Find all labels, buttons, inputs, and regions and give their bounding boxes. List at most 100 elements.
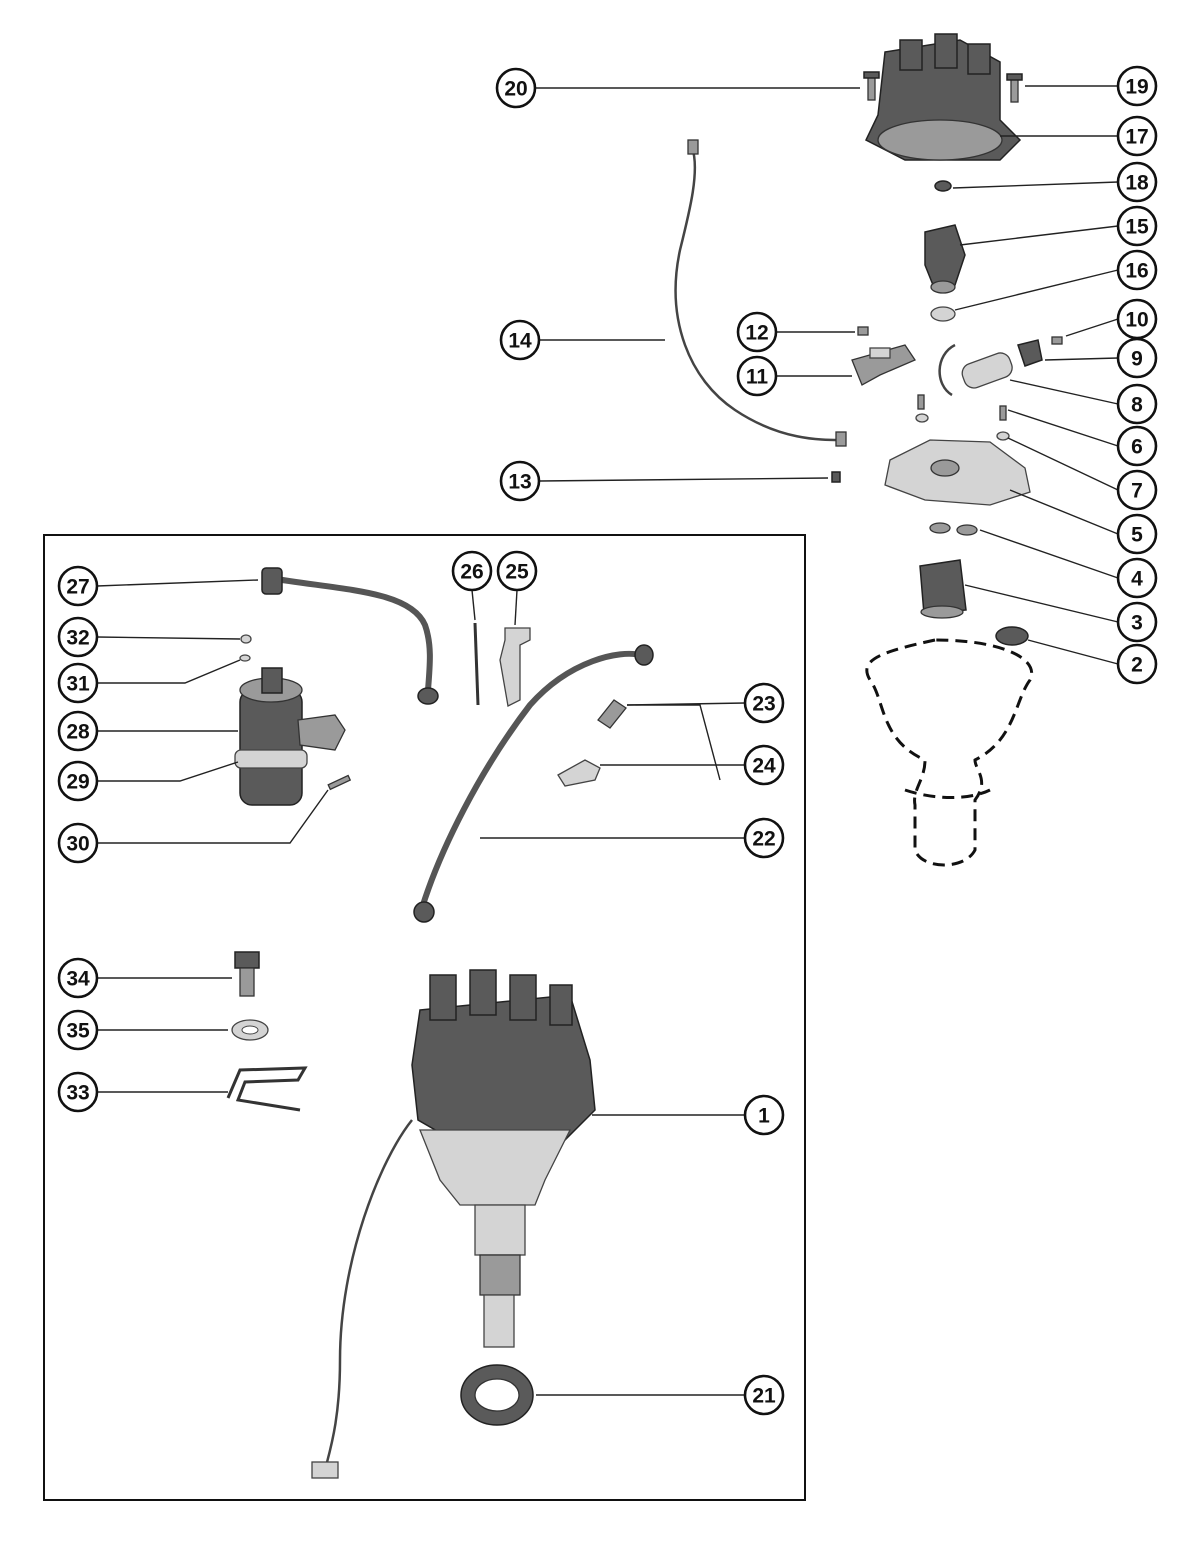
callout-15: 15 bbox=[1116, 205, 1158, 247]
callout-12: 12 bbox=[736, 311, 778, 353]
callout-3: 3 bbox=[1116, 601, 1158, 643]
gear-3 bbox=[919, 559, 967, 619]
svg-text:19: 19 bbox=[1125, 76, 1148, 99]
svg-text:32: 32 bbox=[66, 627, 89, 650]
rotor-15 bbox=[924, 224, 966, 294]
seal-21 bbox=[460, 1364, 534, 1426]
callout-26: 26 bbox=[451, 550, 493, 592]
weights-4 bbox=[929, 522, 978, 536]
callout-18: 18 bbox=[1116, 161, 1158, 203]
callout-23: 23 bbox=[743, 682, 785, 724]
svg-text:34: 34 bbox=[66, 968, 90, 991]
callout-21: 21 bbox=[743, 1374, 785, 1416]
callout-5: 5 bbox=[1116, 513, 1158, 555]
callout-35: 35 bbox=[57, 1009, 99, 1051]
svg-text:29: 29 bbox=[66, 771, 89, 794]
callout-20: 20 bbox=[495, 67, 537, 109]
svg-text:24: 24 bbox=[752, 755, 776, 778]
svg-text:30: 30 bbox=[66, 833, 89, 856]
svg-text:3: 3 bbox=[1131, 612, 1143, 635]
callout-2: 2 bbox=[1116, 643, 1158, 685]
svg-text:1: 1 bbox=[758, 1105, 770, 1128]
svg-text:2: 2 bbox=[1131, 654, 1143, 677]
svg-text:13: 13 bbox=[508, 471, 531, 494]
callout-30: 30 bbox=[57, 822, 99, 864]
screw-10 bbox=[1051, 336, 1063, 345]
insulator-13 bbox=[831, 471, 841, 483]
callout-33: 33 bbox=[57, 1071, 99, 1113]
svg-text:9: 9 bbox=[1131, 348, 1143, 371]
svg-text:7: 7 bbox=[1131, 480, 1143, 503]
svg-text:11: 11 bbox=[746, 366, 769, 389]
callout-13: 13 bbox=[499, 460, 541, 502]
svg-text:16: 16 bbox=[1125, 260, 1148, 283]
callout-16: 16 bbox=[1116, 249, 1158, 291]
svg-text:25: 25 bbox=[505, 561, 529, 584]
svg-text:31: 31 bbox=[66, 673, 90, 696]
washer-7 bbox=[996, 431, 1010, 441]
callout-34: 34 bbox=[57, 957, 99, 999]
hold-down-bolt-34 bbox=[234, 951, 260, 997]
svg-text:28: 28 bbox=[66, 721, 90, 744]
housing-outline-ring bbox=[904, 788, 991, 799]
boot-24 bbox=[557, 759, 601, 787]
svg-text:18: 18 bbox=[1125, 172, 1149, 195]
inset-frame bbox=[43, 534, 806, 1501]
leader-lines bbox=[96, 85, 1119, 1396]
callout-9: 9 bbox=[1116, 337, 1158, 379]
condenser-8 bbox=[938, 343, 1013, 397]
felt-washer-18 bbox=[934, 180, 952, 192]
svg-text:17: 17 bbox=[1125, 126, 1148, 149]
svg-text:35: 35 bbox=[66, 1020, 90, 1043]
ignition-coil-28 bbox=[239, 667, 346, 806]
callout-8: 8 bbox=[1116, 383, 1158, 425]
callout-11: 11 bbox=[736, 355, 778, 397]
clamp-9 bbox=[1017, 339, 1043, 367]
svg-text:23: 23 bbox=[752, 693, 775, 716]
distributor-cap-17 bbox=[865, 33, 1022, 161]
callout-28: 28 bbox=[57, 710, 99, 752]
distributor-assembly-1 bbox=[311, 969, 596, 1479]
svg-text:4: 4 bbox=[1131, 568, 1143, 591]
nut-32 bbox=[240, 634, 252, 644]
breaker-plate-5 bbox=[884, 439, 1031, 506]
coil-bracket-29 bbox=[234, 749, 308, 769]
svg-text:33: 33 bbox=[66, 1082, 89, 1105]
coil-lead-27 bbox=[261, 567, 439, 705]
svg-text:8: 8 bbox=[1131, 394, 1143, 417]
terminal-23 bbox=[597, 699, 627, 729]
breaker-points-11 bbox=[851, 344, 916, 386]
washer-2 bbox=[995, 626, 1029, 646]
callout-1: 1 bbox=[743, 1094, 785, 1136]
svg-text:20: 20 bbox=[504, 78, 527, 101]
callout-6: 6 bbox=[1116, 425, 1158, 467]
bolt-30 bbox=[327, 774, 352, 791]
callout-31: 31 bbox=[57, 662, 99, 704]
svg-text:12: 12 bbox=[745, 322, 768, 345]
callout-25: 25 bbox=[496, 550, 538, 592]
callout-10: 10 bbox=[1116, 298, 1158, 340]
callout-17: 17 bbox=[1116, 115, 1158, 157]
washer-31 bbox=[239, 654, 251, 662]
callout-29: 29 bbox=[57, 760, 99, 802]
hold-down-clamp-33 bbox=[226, 1066, 308, 1112]
screw-6 bbox=[999, 405, 1007, 421]
svg-text:14: 14 bbox=[508, 330, 532, 353]
svg-text:5: 5 bbox=[1131, 524, 1143, 547]
terminal-25 bbox=[499, 627, 531, 707]
svg-text:27: 27 bbox=[66, 576, 89, 599]
callout-22: 22 bbox=[743, 817, 785, 859]
callout-24: 24 bbox=[743, 744, 785, 786]
cap-screw-20 bbox=[863, 71, 880, 101]
housing-outline bbox=[865, 638, 1034, 867]
callout-27: 27 bbox=[57, 565, 99, 607]
washer-left bbox=[915, 413, 929, 423]
wire-26 bbox=[473, 622, 480, 706]
svg-text:6: 6 bbox=[1131, 436, 1143, 459]
callout-7: 7 bbox=[1116, 469, 1158, 511]
svg-text:15: 15 bbox=[1125, 216, 1149, 239]
svg-text:26: 26 bbox=[460, 561, 483, 584]
svg-text:21: 21 bbox=[752, 1385, 776, 1408]
primary-wire-14 bbox=[674, 139, 847, 447]
